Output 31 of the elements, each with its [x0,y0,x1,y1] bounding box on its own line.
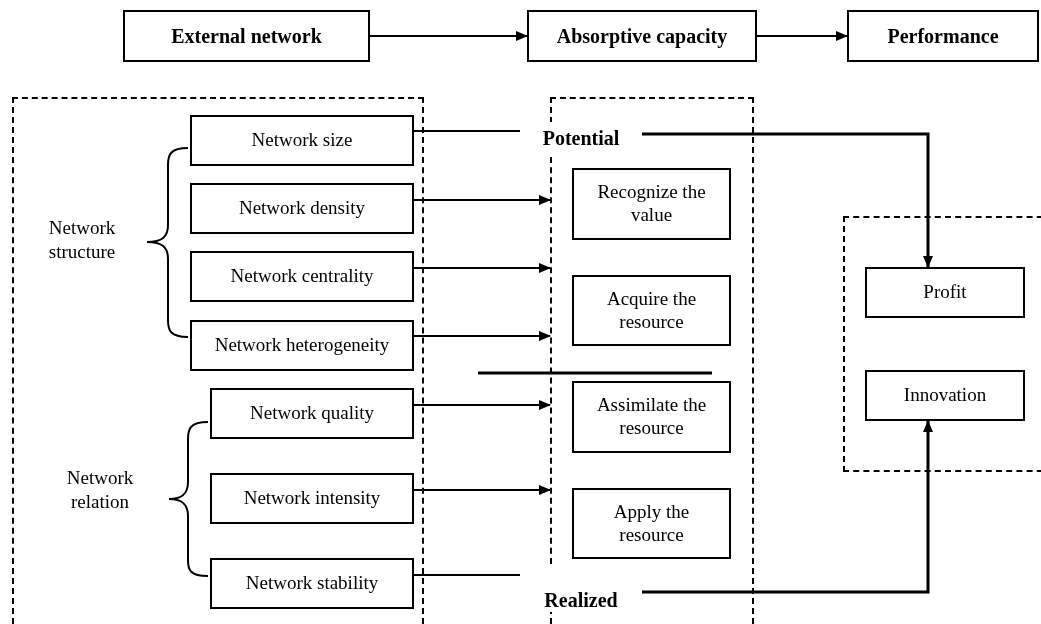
dashed-group-frame [843,216,1041,472]
arrow [413,485,551,495]
stage-label: Potential [542,126,620,150]
header-box: Performance [847,10,1039,62]
stage-label: Realized [544,588,618,612]
concept-box: Innovation [865,370,1025,421]
concept-box: Network size [190,115,414,166]
concept-box: Network density [190,183,414,234]
concept-box: Profit [865,267,1025,318]
concept-box: Network quality [210,388,414,439]
concept-box: Assimilate the resource [572,381,731,453]
dashed-group-frame [12,97,424,624]
arrow [413,195,551,205]
arrow [642,420,933,594]
concept-box: Recognize the value [572,168,731,240]
group-label: Network relation [65,466,135,514]
header-box: External network [123,10,370,62]
concept-box: Network centrality [190,251,414,302]
arrow [413,263,551,273]
arrow [369,31,528,41]
header-box: Absorptive capacity [527,10,757,62]
concept-box: Network heterogeneity [190,320,414,371]
concept-box: Acquire the resource [572,275,731,346]
group-label: Network structure [47,216,117,264]
concept-box: Network intensity [210,473,414,524]
concept-box: Apply the resource [572,488,731,559]
arrow [413,400,551,410]
arrow [756,31,848,41]
concept-box: Network stability [210,558,414,609]
arrow [642,132,933,268]
arrow [413,331,551,341]
